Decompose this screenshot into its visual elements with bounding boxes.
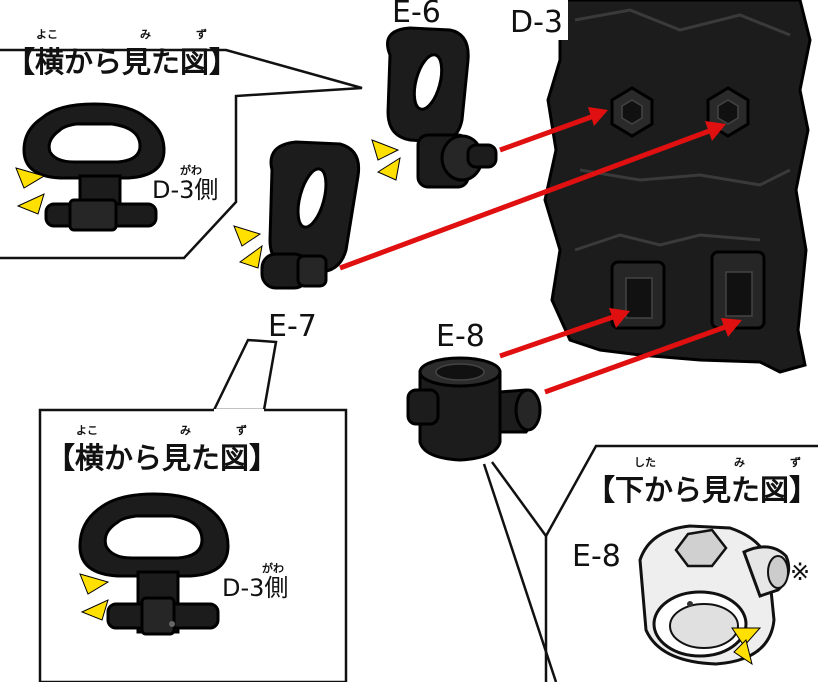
side-ruby: がわ — [262, 561, 284, 575]
marker-triangle — [371, 139, 400, 161]
part-e6 — [386, 26, 498, 189]
marker-triangle — [80, 599, 109, 621]
side-label: D-3側 — [222, 574, 288, 602]
part-e8 — [406, 356, 542, 462]
ruby-yoko: よこ — [76, 424, 98, 437]
ruby-zu: ず — [790, 455, 801, 469]
ruby-shita: した — [634, 456, 656, 469]
part-label-d3: D-3 — [510, 5, 563, 40]
part-label-e6: E-6 — [392, 0, 441, 30]
arrow-e6-to-d3 — [499, 113, 595, 153]
side-profile-piece — [22, 102, 166, 232]
marker-triangle — [233, 225, 262, 247]
marker-triangle — [79, 573, 110, 595]
marker-triangle — [376, 156, 401, 181]
underside-piece-e8 — [638, 524, 791, 666]
ruby-zu: ず — [196, 27, 207, 41]
marker-triangle — [733, 639, 753, 666]
callout-bottom-view: した み ず 【下から見た図】 E-8 ※ — [482, 444, 818, 682]
ruby-mi: み — [140, 28, 151, 41]
insertion-arrows — [339, 107, 742, 395]
note-mark: ※ — [790, 558, 810, 586]
side-ruby: がわ — [180, 163, 202, 177]
arrow-e8-lower-to-d3 — [544, 323, 729, 395]
part-label-e7: E-7 — [268, 309, 317, 344]
callout-top-side-view: よこ み ず 【横から見た図】 がわ D-3側 — [0, 27, 363, 260]
part-label-e8: E-8 — [436, 319, 485, 354]
ruby-yoko: よこ — [36, 28, 58, 41]
ruby-mi: み — [734, 456, 745, 469]
ruby-mi: み — [180, 424, 191, 437]
part-label-e8-underside: E-8 — [572, 539, 621, 574]
callout-title: 【横から見た図】 — [6, 45, 238, 79]
side-profile-piece — [78, 492, 230, 636]
part-e7 — [260, 140, 361, 290]
part-label-bg-d3 — [506, 0, 568, 40]
callout-title: 【横から見た図】 — [46, 441, 278, 475]
callout-mid-side-view: よこ み ず 【横から見た図】 がわ D-3側 — [38, 338, 348, 682]
side-label: D-3側 — [152, 176, 218, 204]
torso-part-d3 — [543, 0, 812, 374]
arrow-e8-upper-to-d3 — [499, 313, 617, 359]
ruby-zu: ず — [236, 423, 247, 437]
arrow-e7-to-d3 — [339, 127, 713, 271]
callout-title: 【下から見た図】 — [586, 473, 818, 507]
marker-triangle — [238, 244, 263, 269]
marker-triangle — [15, 167, 46, 189]
marker-triangle — [731, 627, 762, 647]
marker-triangle — [16, 193, 45, 215]
